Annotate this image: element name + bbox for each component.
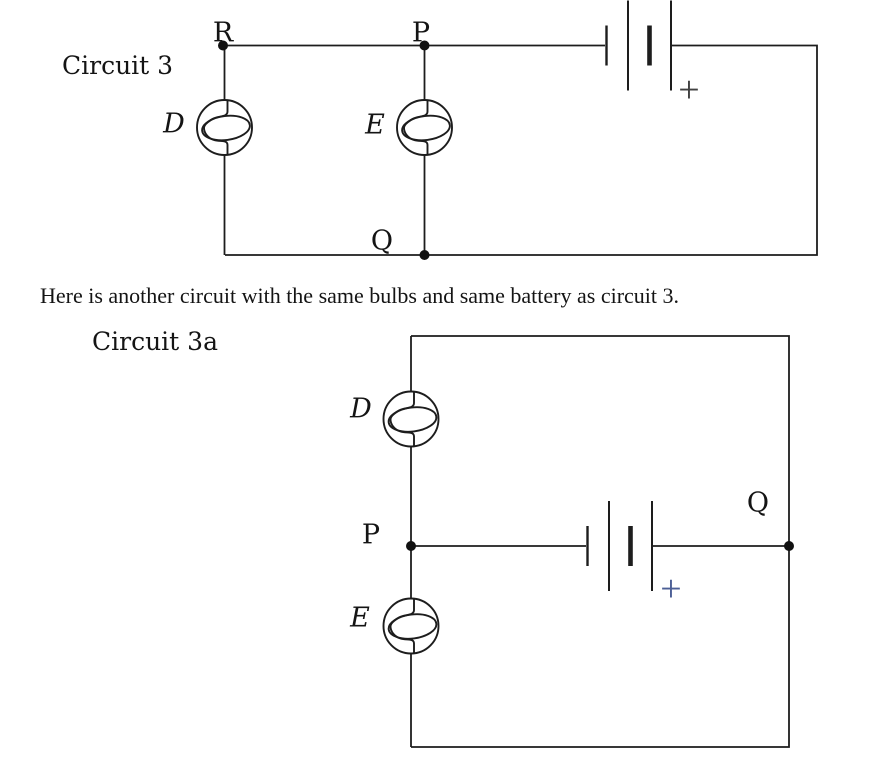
circuit3-title: Circuit 3 bbox=[62, 51, 174, 80]
node-P-dot bbox=[406, 541, 416, 551]
circuit3a-node-P-label: P bbox=[361, 519, 381, 551]
circuit3-diagram bbox=[196, 1, 818, 260]
bulb-D-symbol bbox=[382, 390, 440, 448]
bulb-E-symbol bbox=[396, 99, 453, 156]
circuit3a-node-Q-label: Q bbox=[746, 487, 770, 519]
circuit3-right-bottom-wire bbox=[225, 44, 818, 256]
circuit3-node-R-label: R bbox=[212, 17, 234, 49]
circuit3a-outer-wire bbox=[411, 335, 790, 748]
battery-symbol bbox=[607, 1, 672, 91]
circuit3-node-Q-label: Q bbox=[370, 225, 394, 257]
circuit3-node-P-label: P bbox=[411, 17, 431, 49]
node-Q-dot bbox=[784, 541, 794, 551]
battery-symbol bbox=[588, 501, 653, 591]
node-Q-dot bbox=[419, 250, 430, 260]
circuit3-bulb-D-label: D bbox=[163, 108, 185, 140]
bulb-E-symbol bbox=[382, 597, 440, 655]
node-P-dot bbox=[419, 40, 430, 51]
bulb-D-symbol bbox=[196, 99, 253, 156]
circuit3a-bulb-D-label: D bbox=[350, 393, 372, 425]
circuit3a-bulb-E-label: E bbox=[350, 602, 370, 634]
circuit3-battery-plus-sign: + bbox=[678, 69, 700, 111]
circuit3a-battery-plus-sign: + bbox=[660, 568, 682, 610]
caption-text: Here is another circuit with the same bu… bbox=[40, 283, 680, 308]
circuit3a-diagram bbox=[382, 335, 794, 748]
circuit3a-title: Circuit 3a bbox=[92, 327, 218, 356]
node-R-dot bbox=[218, 40, 228, 51]
circuit3-bulb-E-label: E bbox=[365, 109, 385, 141]
